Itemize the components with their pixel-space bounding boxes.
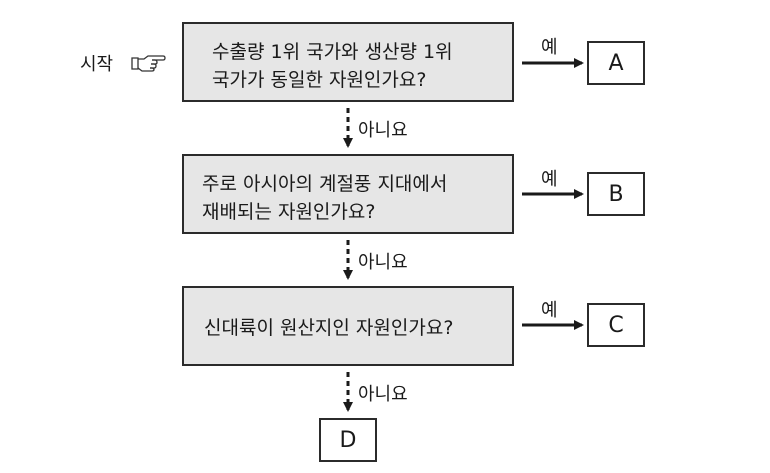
answer-box-a: A [587,41,645,85]
question-1-line-1: 수출량 1위 국가와 생산량 1위 [212,41,453,63]
question-1-line-2: 국가가 동일한 자원인가요? [212,69,427,91]
answer-box-c: C [587,303,645,347]
yes-label-1: 예 [541,37,558,58]
question-2-line-2: 재배되는 자원인가요? [202,201,376,223]
start-label: 시작 [80,54,114,75]
pointing-hand-icon [131,55,166,72]
no-label-3: 아니요 [358,384,408,405]
answer-box-b: B [587,172,645,216]
answer-box-d: D [319,418,377,462]
no-label-2: 아니요 [358,252,408,273]
question-box-3: 신대륙이 원산지인 자원인가요? [182,286,514,366]
yes-label-2: 예 [541,169,558,190]
question-box-1: 수출량 1위 국가와 생산량 1위 국가가 동일한 자원인가요? [182,22,514,102]
yes-label-3: 예 [541,300,558,321]
question-3-line-1: 신대륙이 원산지인 자원인가요? [204,317,454,339]
question-2-line-1: 주로 아시아의 계절풍 지대에서 [202,173,448,195]
question-box-2: 주로 아시아의 계절풍 지대에서 재배되는 자원인가요? [182,154,514,234]
no-label-1: 아니요 [358,120,408,141]
